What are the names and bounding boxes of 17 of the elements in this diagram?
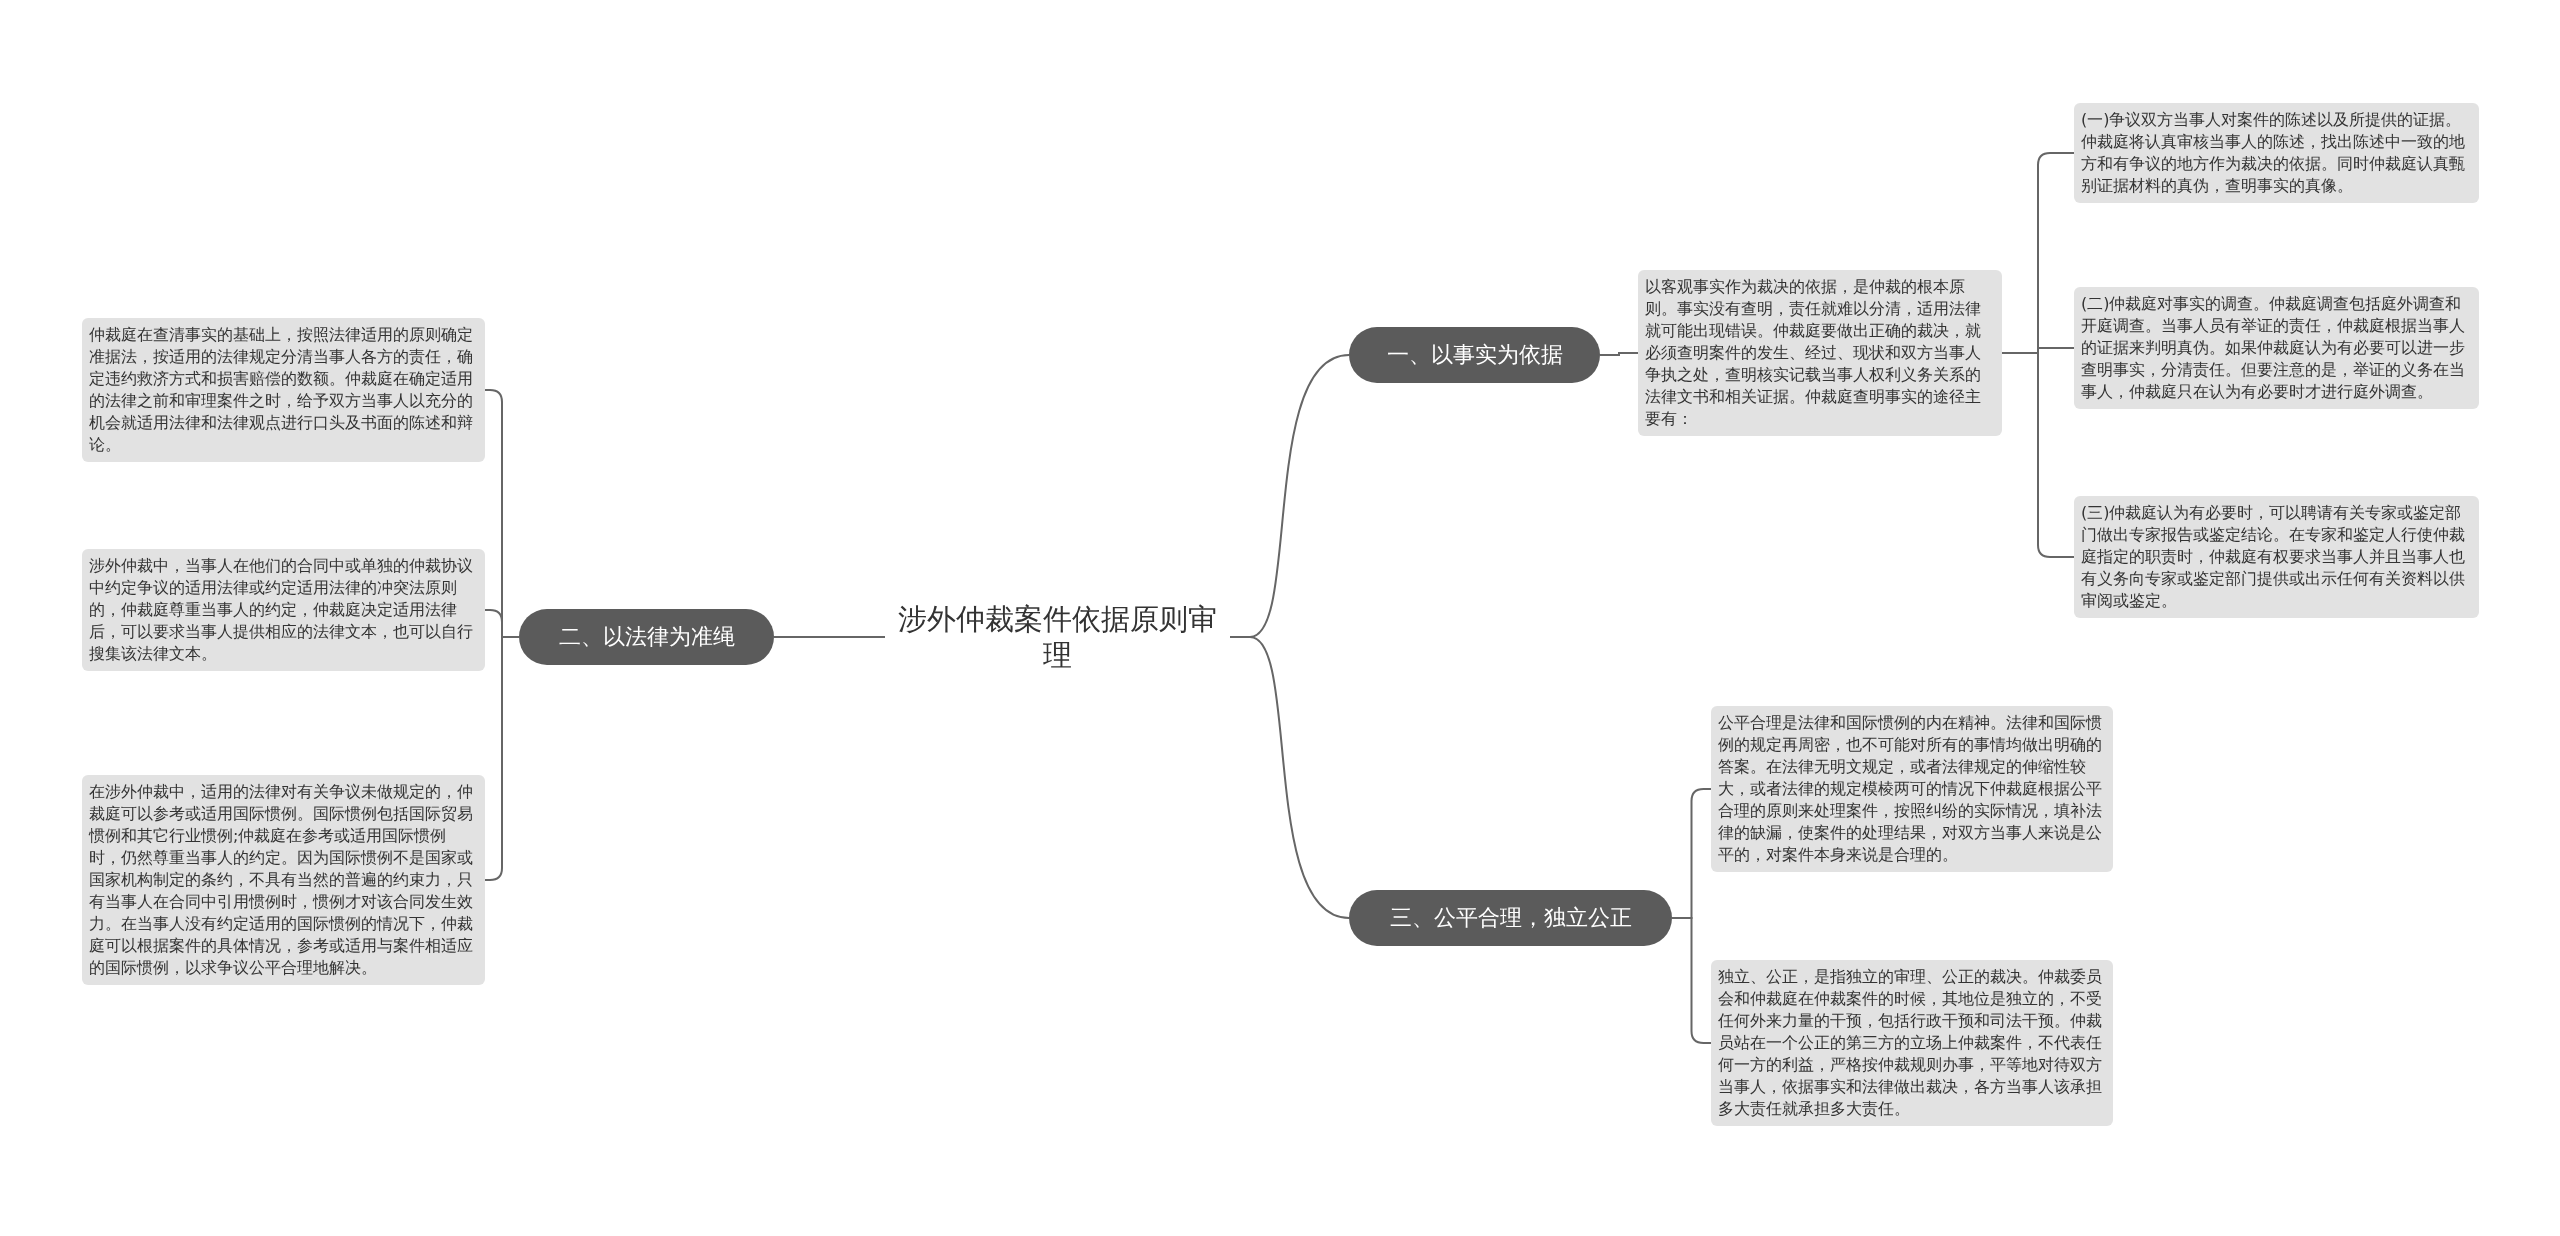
- note-card: 以客观事实作为裁决的依据，是仲裁的根本原则。事实没有查明，责任就难以分清，适用法律就可能出现错误。仲裁庭要做出正确的裁决，就必须查明案件的发生、经过、现状和双方当事人争执之处，查明核实记载当事人权利义务关系的法律文书和相关证据。仲裁庭查明事实的途径主要有：: [1638, 270, 2002, 436]
- branch-topic: 一、以事实为依据: [1349, 327, 1600, 383]
- connector-line: [773, 636, 886, 638]
- branch-topic: 三、公平合理，独立公正: [1349, 890, 1672, 946]
- note-card: 在涉外仲裁中，适用的法律对有关争议未做规定的，仲裁庭可以参考或适用国际惯例。国际惯例包括国际贸易惯例和其它行业惯例;仲裁庭在参考或适用国际惯例时，仍然尊重当事人的约定。因为国际惯例不是国家或国家机构制定的条约，不具有当然的普遍的约束力，只有当事人在合同中引用惯例时，惯例才对该合同发生效力。在当事人没有约定适用的国际惯例的情况下，仲裁庭可以根据案件的具体情况，参考或适用与案件相适应的国际惯例，以求争议公平合理地解决。: [82, 775, 485, 985]
- note-card: (一)争议双方当事人对案件的陈述以及所提供的证据。仲裁庭将认真审核当事人的陈述，找出陈述中一致的地方和有争议的地方作为裁决的依据。同时仲裁庭认真甄别证据材料的真伪，查明事实的真像。: [2074, 103, 2479, 203]
- note-card: 涉外仲裁中，当事人在他们的合同中或单独的仲裁协议中约定争议的适用法律或约定适用法律的冲突法原则的，仲裁庭尊重当事人的约定，仲裁庭决定适用法律后，可以要求当事人提供相应的法律文本，也可以自行搜集该法律文本。: [82, 549, 485, 671]
- central-topic: 涉外仲裁案件依据原则审理: [885, 601, 1230, 673]
- connector-line: [1229, 636, 1350, 919]
- note-card: (二)仲裁庭对事实的调查。仲裁庭调查包括庭外调查和开庭调查。当事人员有举证的责任，仲裁庭根据当事人的证据来判明真伪。如果仲裁庭认为有必要可以进一步查明事实，分清责任。但要注意的是，举证的义务在当事人，仲裁庭只在认为有必要时才进行庭外调查。: [2074, 287, 2479, 409]
- note-card: (三)仲裁庭认为有必要时，可以聘请有关专家或鉴定部门做出专家报告或鉴定结论。在专家和鉴定人行使仲裁庭指定的职责时，仲裁庭有权要求当事人并且当事人也有义务向专家或鉴定部门提供或出示任何有关资料以供审阅或鉴定。: [2074, 496, 2479, 618]
- connector-line: [2001, 352, 2075, 558]
- connector-line: [1599, 352, 1639, 356]
- branch-topic: 二、以法律为准绳: [519, 609, 774, 665]
- note-card: 公平合理是法律和国际惯例的内在精神。法律和国际惯例的规定再周密，也不可能对所有的事情均做出明确的答案。在法律无明文规定，或者法律规定的伸缩性较大，或者法律的规定模棱两可的情况下仲裁庭根据公平合理的原则来处理案件，按照纠纷的实际情况，填补法律的缺漏，使案件的处理结果，对双方当事人来说是公平的，对案件本身来说是合理的。: [1711, 706, 2113, 872]
- note-card: 仲裁庭在查清事实的基础上，按照法律适用的原则确定准据法，按适用的法律规定分清当事人各方的责任，确定违约救济方式和损害赔偿的数额。仲裁庭在确定适用的法律之前和审理案件之时，给予双方当事人以充分的机会就适用法律和法律观点进行口头及书面的陈述和辩论。: [82, 318, 485, 462]
- note-card: 独立、公正，是指独立的审理、公正的裁决。仲裁委员会和仲裁庭在仲裁案件的时候，其地位是独立的，不受任何外来力量的干预，包括行政干预和司法干预。仲裁员站在一个公正的第三方的立场上仲裁案件，不代表任何一方的利益，严格按仲裁规则办事，平等地对待双方当事人，依据事实和法律做出裁决，各方当事人该承担多大责任就承担多大责任。: [1711, 960, 2113, 1126]
